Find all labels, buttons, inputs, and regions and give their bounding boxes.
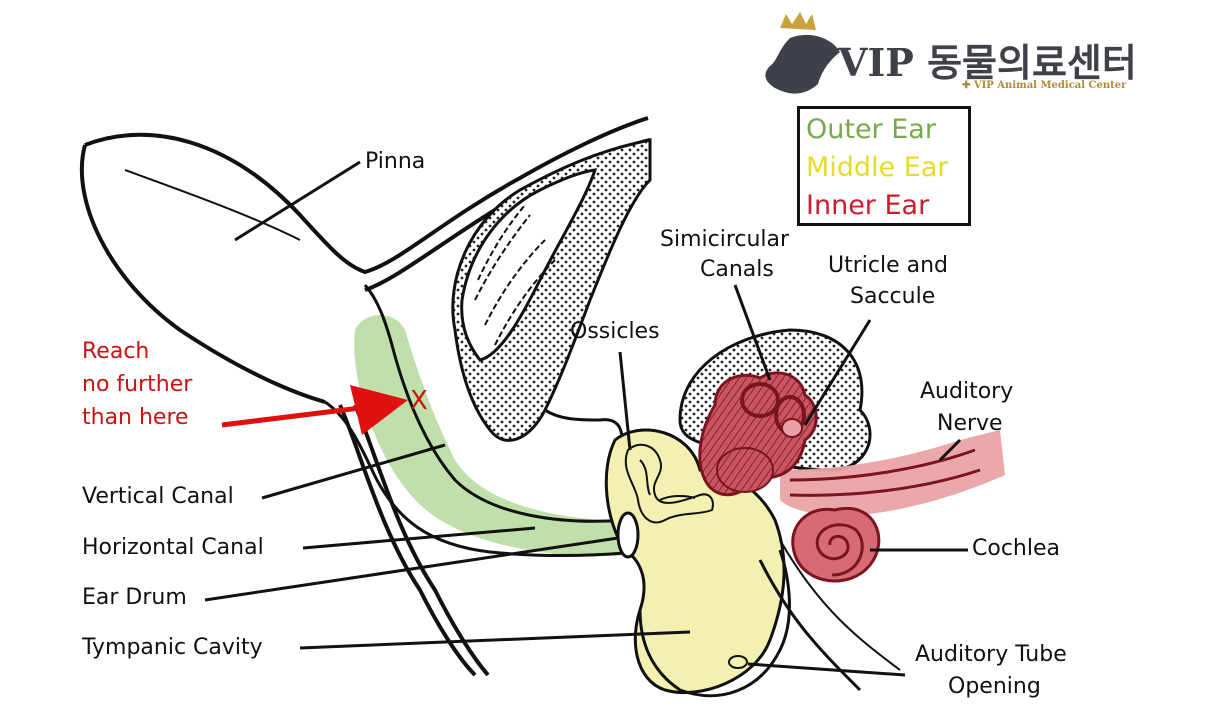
legend-box: Outer Ear Middle Ear Inner Ear — [797, 106, 971, 226]
legend-inner-ear: Inner Ear — [806, 187, 962, 225]
label-auditory-nerve-2: Nerve — [937, 412, 1003, 435]
label-vertical-canal: Vertical Canal — [82, 485, 234, 508]
label-utricle-1: Utricle and — [828, 254, 948, 277]
ear-drum-shape — [618, 513, 638, 557]
label-tympanic-cavity: Tympanic Cavity — [82, 636, 263, 659]
label-pinna: Pinna — [365, 150, 425, 173]
warning-x-mark: X — [410, 388, 428, 415]
vestibule-shape — [717, 448, 773, 492]
label-horizontal-canal: Horizontal Canal — [82, 536, 264, 559]
legend-middle-ear: Middle Ear — [806, 149, 962, 187]
legend-outer-ear: Outer Ear — [806, 111, 962, 149]
label-semicircular-2: Canals — [700, 258, 774, 281]
pinna-fold-line — [125, 170, 300, 240]
label-auditory-nerve-1: Auditory — [920, 380, 1013, 403]
label-semicircular-1: Simicircular — [660, 228, 789, 251]
utricle-saccule-shape — [782, 419, 802, 437]
warning-line-2: no further — [82, 373, 192, 396]
label-auditory-tube-1: Auditory Tube — [915, 643, 1067, 666]
label-auditory-tube-2: Opening — [948, 675, 1041, 698]
warning-line-1: Reach — [82, 340, 149, 363]
logo-title: VIP 동물의료센터 — [838, 32, 1137, 87]
label-ossicles: Ossicles — [570, 320, 660, 343]
label-utricle-2: Saccule — [850, 285, 935, 308]
skull-lower-edge — [545, 410, 622, 440]
logo-subtitle: ✚ VIP Animal Medical Center — [962, 80, 1126, 91]
label-cochlea: Cochlea — [972, 537, 1060, 560]
warning-line-3: than here — [82, 406, 189, 429]
cochlea-shape — [793, 508, 879, 581]
leader-tympanic-cavity — [300, 632, 690, 648]
auditory-tube-opening-shape — [729, 656, 747, 668]
label-ear-drum: Ear Drum — [82, 586, 187, 609]
leader-auditory-tube — [748, 664, 905, 675]
logo-emblem — [765, 12, 840, 94]
